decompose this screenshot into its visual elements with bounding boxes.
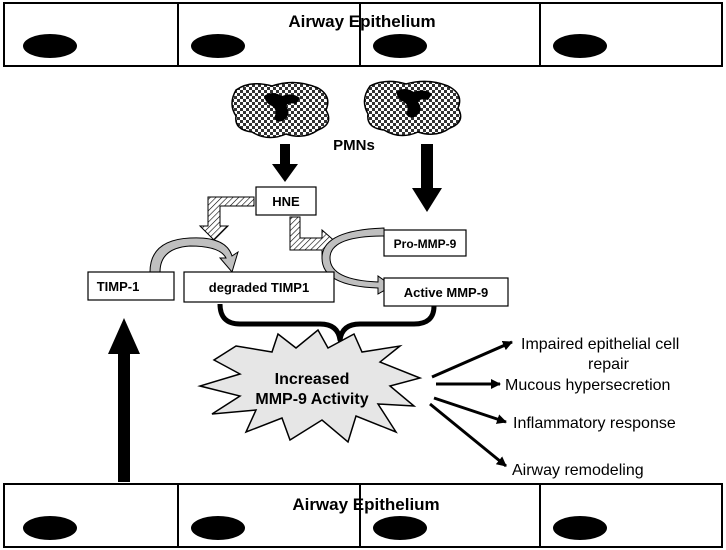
pmn-cell-left <box>231 81 330 139</box>
grouping-brace <box>217 303 437 343</box>
cell-nucleus <box>553 34 607 58</box>
pro-mmp9-box <box>383 229 467 257</box>
pmn-nucleus-icon <box>264 93 300 122</box>
degraded-timp1-box <box>183 271 335 303</box>
bottom-epithelium: Airway Epithelium <box>3 483 723 548</box>
outcome-inflammatory: Inflammatory response <box>513 415 676 432</box>
outcome-mucous: Mucous hypersecretion <box>505 377 670 394</box>
pmn-cell-right <box>363 80 462 137</box>
cell-nucleus <box>373 516 427 540</box>
top-epithelium-label: Airway Epithelium <box>288 12 435 31</box>
cell-nucleus <box>23 516 77 540</box>
timp1-label: TIMP-1 <box>97 279 140 294</box>
burst-line2: MMP-9 Activity <box>255 391 368 408</box>
activation-arrow <box>321 227 393 295</box>
degradation-arrow <box>149 237 239 274</box>
hne-to-timp1-arrow <box>198 196 255 241</box>
pmns-label: PMNs <box>333 137 375 154</box>
outcome-impaired-line2: repair <box>588 356 630 373</box>
cell-nucleus <box>553 516 607 540</box>
cell-nucleus <box>191 34 245 58</box>
outcome-arrow-remodeling <box>429 402 507 468</box>
outcome-remodeling: Airway remodeling <box>512 462 644 479</box>
outcome-arrow-impaired <box>431 340 513 379</box>
cell-nucleus <box>191 516 245 540</box>
cell-nucleus <box>23 34 77 58</box>
cell-nucleus <box>373 34 427 58</box>
epithelium-to-timp1-arrow <box>108 318 140 482</box>
mmp9-activity-burst <box>197 328 423 444</box>
pmn-to-mmp9-arrow <box>412 144 442 212</box>
bottom-epithelium-layer <box>3 483 723 548</box>
degraded-timp1-label: degraded TIMP1 <box>209 280 309 295</box>
active-mmp9-label: Active MMP-9 <box>404 285 489 300</box>
outcome-impaired-line1: Impaired epithelial cell <box>521 336 679 353</box>
pmn-to-hne-arrow <box>272 144 298 182</box>
hne-box <box>255 186 317 216</box>
active-mmp9-box <box>383 277 509 307</box>
top-epithelium-layer <box>3 2 723 67</box>
pro-mmp9-label: Pro-MMP-9 <box>394 237 457 251</box>
top-epithelium: Airway Epithelium <box>3 2 723 67</box>
pmn-nucleus-icon <box>396 89 432 118</box>
hne-label: HNE <box>272 194 300 209</box>
outcome-arrow-inflammatory <box>433 396 507 424</box>
burst-line1: Increased <box>275 371 350 388</box>
timp1-box <box>87 271 175 301</box>
bottom-epithelium-label: Airway Epithelium <box>292 495 439 514</box>
